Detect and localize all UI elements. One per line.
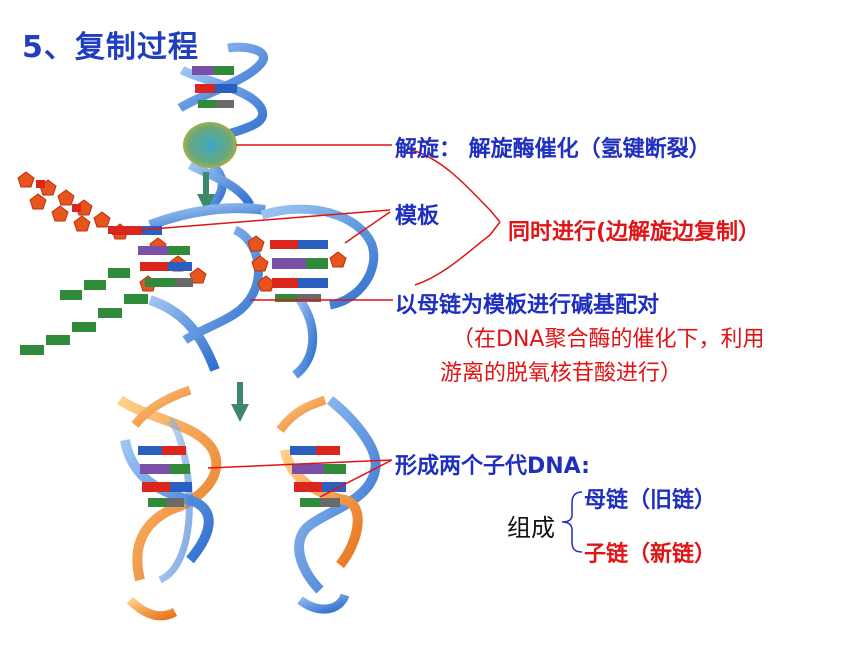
helicase-enzyme	[183, 122, 237, 168]
composition-brace	[561, 491, 583, 553]
daughter-dna-2	[276, 395, 381, 614]
unwind-label: 解旋： 解旋酶催化（氢键断裂）	[395, 137, 711, 162]
pairing-label: 以母链为模板进行碱基配对	[395, 293, 660, 318]
mother-strand-label: 母链（旧链）	[584, 488, 717, 513]
slide-title: 5、复制过程	[22, 30, 199, 65]
leader-lines	[139, 144, 501, 498]
simultaneous-label: 同时进行(边解旋边复制）	[508, 220, 761, 245]
replication-fork	[17, 171, 266, 372]
composition-label: 组成	[507, 514, 555, 542]
daughter-strand-synthesis	[247, 204, 379, 379]
daughter-strand-label: 子链（新链）	[584, 542, 717, 567]
form-daughter-dna-label: 形成两个子代DNA:	[395, 454, 590, 479]
parent-dna-helix	[177, 42, 269, 214]
template-label: 模板	[395, 204, 440, 229]
down-arrow-icon	[197, 172, 215, 212]
daughter-dna-1	[117, 385, 222, 621]
polymerase-note-line2: 游离的脱氧核苷酸进行）	[440, 361, 683, 386]
down-arrow-icon	[231, 382, 249, 422]
polymerase-note-line1: （在DNA聚合酶的催化下，利用	[452, 327, 765, 352]
